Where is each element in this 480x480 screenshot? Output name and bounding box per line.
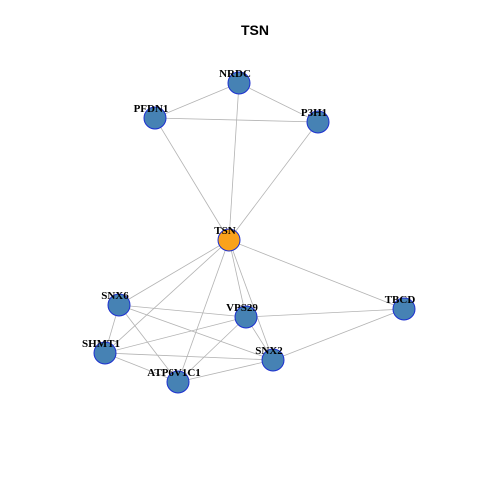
edge-nrdc-tsn bbox=[228, 82, 240, 241]
edge-nrdc-pfdn1 bbox=[154, 82, 240, 119]
edge-snx6-vps29 bbox=[118, 304, 247, 318]
node-nrdc[interactable] bbox=[227, 71, 251, 95]
node-label-atp6v1c1: ATP6V1C1 bbox=[147, 367, 201, 379]
edge-tsn-snx6 bbox=[118, 239, 230, 306]
edge-pfdn1-tsn bbox=[154, 117, 230, 241]
node-snx6[interactable] bbox=[107, 293, 131, 317]
edge-vps29-atp6v1c1 bbox=[177, 316, 247, 383]
node-label-tsn: TSN bbox=[214, 225, 235, 237]
node-label-shmt1: SHMT1 bbox=[82, 338, 120, 350]
edge-tsn-snx2 bbox=[228, 239, 274, 361]
node-shmt1[interactable] bbox=[93, 341, 117, 365]
edge-tbcd-snx2 bbox=[272, 308, 405, 361]
edge-p3h1-tsn bbox=[228, 121, 319, 241]
node-vps29[interactable] bbox=[234, 305, 258, 329]
node-label-p3h1: P3H1 bbox=[301, 107, 327, 119]
edge-snx6-snx2 bbox=[118, 304, 274, 361]
edge-tsn-vps29 bbox=[228, 239, 247, 318]
edge-tsn-tbcd bbox=[228, 239, 405, 310]
node-pfdn1[interactable] bbox=[143, 106, 167, 130]
edge-snx2-atp6v1c1 bbox=[177, 359, 274, 383]
edge-vps29-shmt1 bbox=[104, 316, 247, 354]
node-label-snx6: SNX6 bbox=[101, 290, 129, 302]
node-label-pfdn1: PFDN1 bbox=[134, 103, 169, 115]
node-label-vps29: VPS29 bbox=[226, 302, 258, 314]
edges-layer bbox=[104, 82, 405, 383]
node-tbcd[interactable] bbox=[392, 297, 416, 321]
node-tsn[interactable] bbox=[217, 228, 241, 252]
edge-snx6-atp6v1c1 bbox=[118, 304, 179, 383]
node-snx2[interactable] bbox=[261, 348, 285, 372]
edge-tsn-shmt1 bbox=[104, 239, 230, 354]
graph-title: TSN bbox=[241, 22, 269, 38]
node-atp6v1c1[interactable] bbox=[166, 370, 190, 394]
edge-tsn-atp6v1c1 bbox=[177, 239, 230, 383]
node-label-nrdc: NRDC bbox=[219, 68, 251, 80]
edge-shmt1-atp6v1c1 bbox=[104, 352, 179, 383]
node-p3h1[interactable] bbox=[306, 110, 330, 134]
nodes-layer bbox=[93, 71, 416, 394]
node-label-tbcd: TBCD bbox=[385, 294, 416, 306]
edge-nrdc-p3h1 bbox=[238, 82, 319, 123]
edge-shmt1-snx2 bbox=[104, 352, 274, 361]
edge-vps29-tbcd bbox=[245, 308, 405, 318]
node-label-snx2: SNX2 bbox=[255, 345, 283, 357]
